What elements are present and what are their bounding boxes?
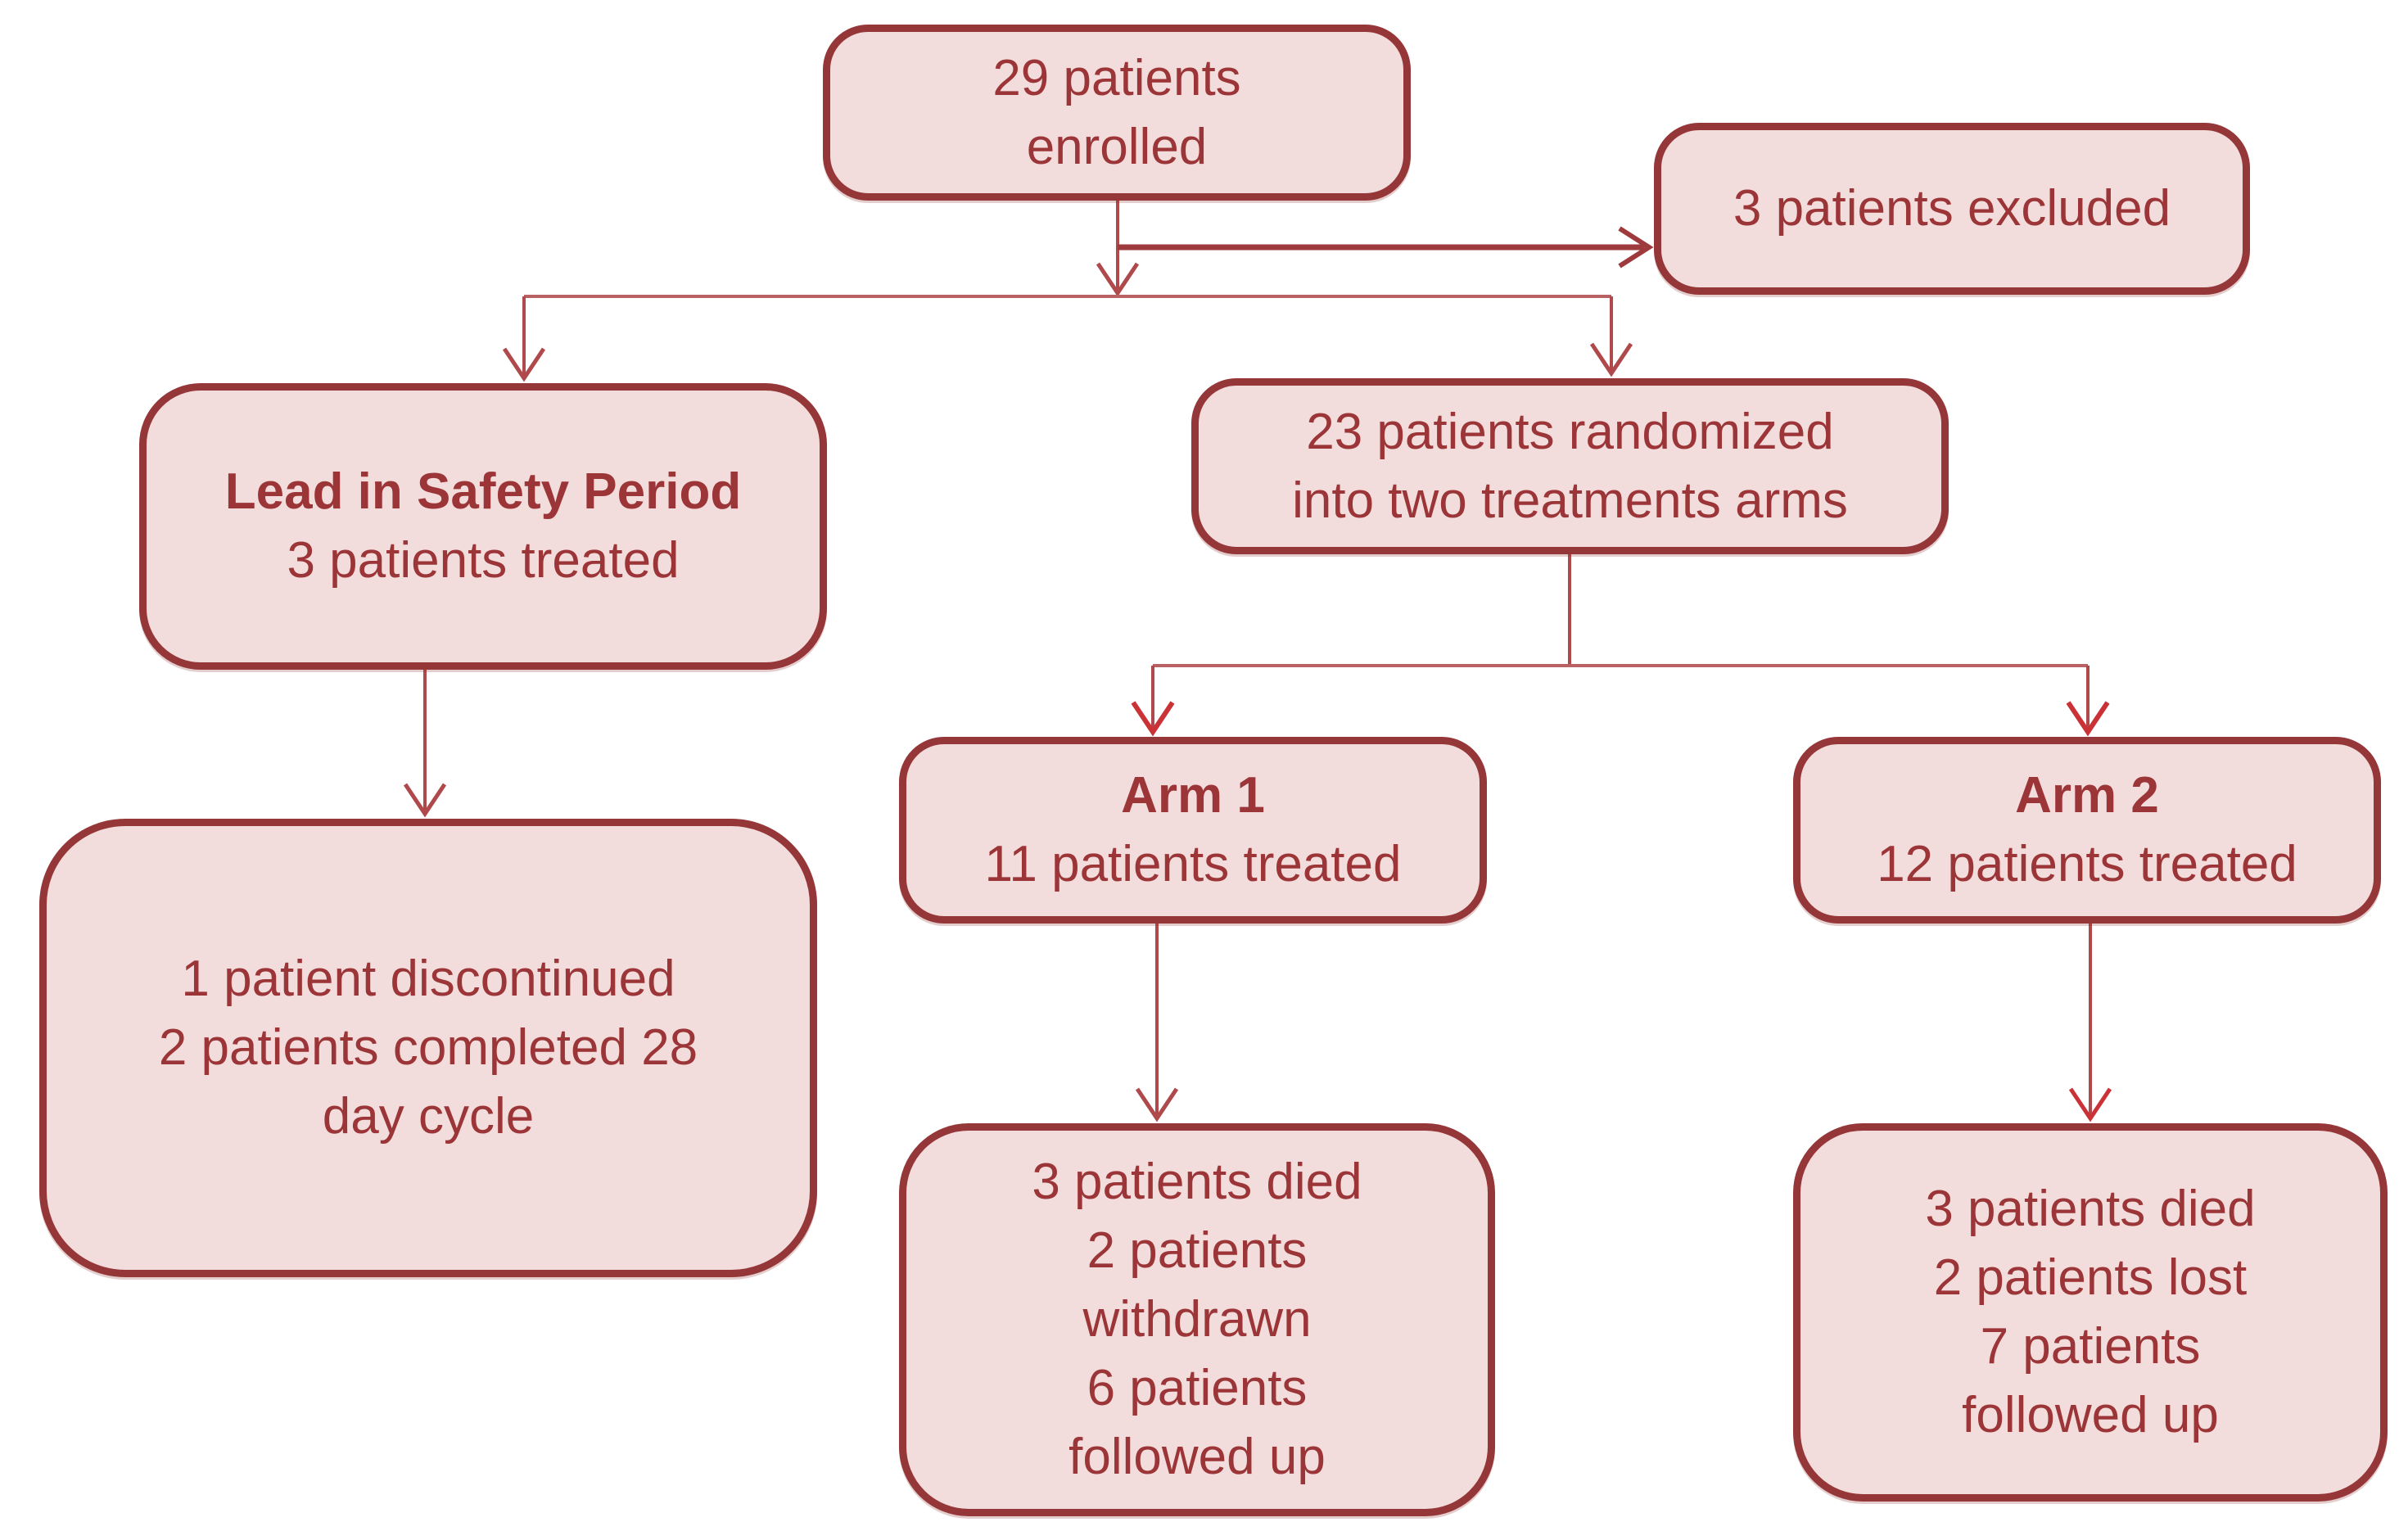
node-arm2-outcome: 3 patients died 2 patients lost 7 patien… xyxy=(1793,1123,2388,1502)
node-text: 1 patient discontinued xyxy=(181,951,675,1007)
node-text: 3 patients excluded xyxy=(1733,180,2171,237)
node-header: Lead in Safety Period xyxy=(224,463,742,520)
node-lead-in-outcome: 1 patient discontinued 2 patients comple… xyxy=(39,819,817,1277)
arrow-down-icon xyxy=(1589,342,1633,377)
arrow-down-icon xyxy=(1135,1087,1179,1122)
node-text: 2 patients completed 28 xyxy=(158,1019,698,1076)
node-text: 6 patients xyxy=(1087,1360,1308,1416)
arrow-down-icon xyxy=(2066,701,2110,737)
node-header: Arm 2 xyxy=(2015,767,2159,824)
node-text: followed up xyxy=(1068,1429,1326,1485)
node-text: 12 patients treated xyxy=(1877,836,2297,892)
node-text: 7 patients xyxy=(1980,1318,2201,1375)
node-header: Arm 1 xyxy=(1121,767,1265,824)
node-arm2: Arm 2 12 patients treated xyxy=(1793,737,2381,924)
arrow-right-icon xyxy=(1618,226,1654,269)
node-arm1-outcome: 3 patients died 2 patients withdrawn 6 p… xyxy=(899,1123,1495,1516)
node-text: 23 patients randomized xyxy=(1306,403,1834,460)
node-text: 2 patients lost xyxy=(1933,1249,2248,1306)
arrow-down-icon xyxy=(2068,1087,2112,1122)
arrow-down-icon xyxy=(1096,262,1140,297)
node-text: 3 patients died xyxy=(1925,1181,2256,1237)
node-text: 29 patients xyxy=(992,49,1241,106)
node-text: 2 patients xyxy=(1087,1222,1308,1279)
node-text: into two treatments arms xyxy=(1292,472,1848,529)
node-text: 3 patients died xyxy=(1032,1154,1362,1210)
node-patients-enrolled: 29 patients enrolled xyxy=(823,25,1411,201)
node-text: 11 patients treated xyxy=(984,836,1402,892)
node-text: followed up xyxy=(1962,1387,2219,1443)
node-lead-in-safety-period: Lead in Safety Period 3 patients treated xyxy=(139,383,827,670)
node-text: enrolled xyxy=(1026,118,1208,175)
arrow-down-icon xyxy=(502,347,546,382)
node-text: day cycle xyxy=(322,1088,535,1145)
node-text: 3 patients treated xyxy=(287,532,680,589)
node-patients-excluded: 3 patients excluded xyxy=(1654,123,2250,295)
arrow-down-icon xyxy=(403,783,447,818)
node-patients-randomized: 23 patients randomized into two treatmen… xyxy=(1191,378,1949,554)
node-arm1: Arm 1 11 patients treated xyxy=(899,737,1487,924)
node-text: withdrawn xyxy=(1082,1291,1312,1348)
arrow-down-icon xyxy=(1131,701,1175,737)
